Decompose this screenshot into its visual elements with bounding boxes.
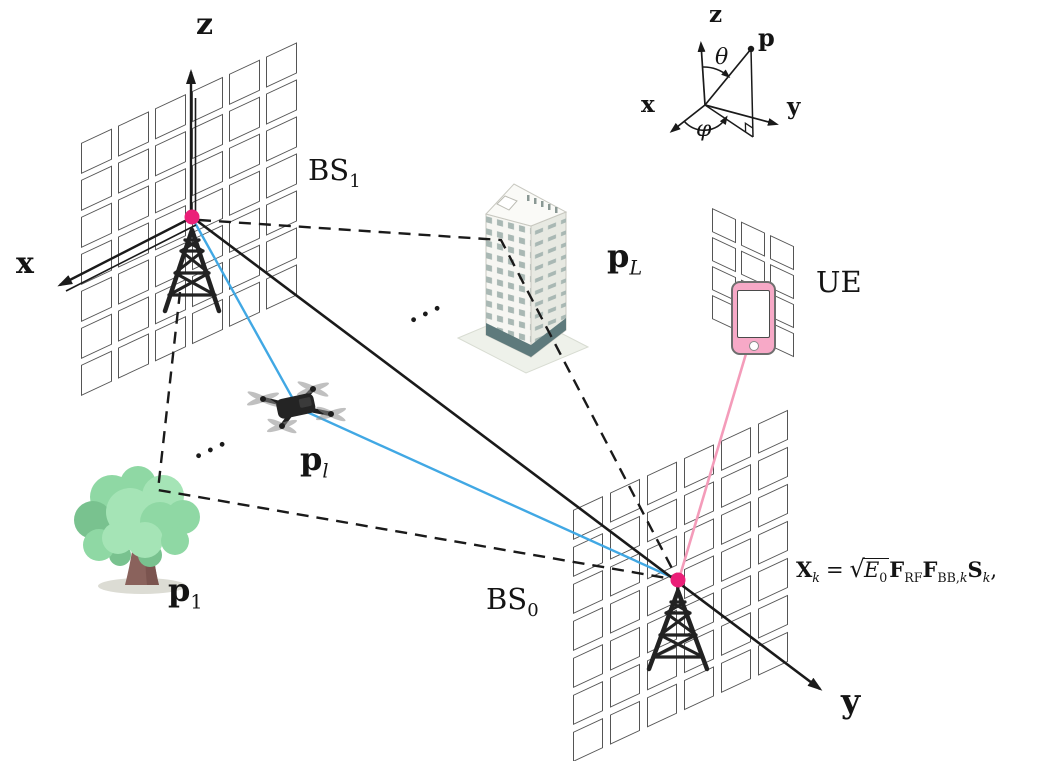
eq-F-rf-sub: RF xyxy=(904,570,923,586)
eq-F-rf: F xyxy=(889,557,905,582)
scatterer-pL-label: pL xyxy=(607,237,642,277)
spherical-inset xyxy=(669,41,779,138)
ue-label: UE xyxy=(816,265,862,299)
roof-vents-icon xyxy=(527,195,558,213)
bs0-label: BS0 xyxy=(486,582,539,620)
phone-home-button xyxy=(748,341,759,351)
eq-sqrt-icon: √ xyxy=(849,555,865,583)
eq-F-bb-sub-text: BB, xyxy=(937,570,960,586)
eq-comma: , xyxy=(990,558,998,582)
eq-S: S xyxy=(967,557,983,582)
ue-uplink-path xyxy=(677,346,750,580)
inset-phi-label: φ xyxy=(696,117,712,142)
nlos-path-building xyxy=(198,218,680,581)
bs1-label-sub: 1 xyxy=(349,170,361,192)
bs0-anchor-dot xyxy=(670,572,686,588)
eq-X-sub: k xyxy=(812,570,820,586)
bs1-tower xyxy=(162,227,222,314)
eq-E: E xyxy=(863,558,880,582)
inset-point-p-label: p xyxy=(758,23,775,52)
inset-axis-x-label: x xyxy=(641,91,655,118)
tree-scatterer xyxy=(74,466,200,594)
eq-X: X xyxy=(796,557,813,582)
eq-S-sub: k xyxy=(982,570,991,586)
pL-base: p xyxy=(607,237,630,275)
main-axes xyxy=(57,69,823,691)
scatterer-pl-label: pl xyxy=(300,440,329,480)
drone-scatterer xyxy=(246,381,347,434)
eq-radicand: E0 xyxy=(862,558,890,584)
p1-sub: 1 xyxy=(190,590,203,614)
inset-point-p-dot xyxy=(747,45,755,53)
pl-sub: l xyxy=(322,459,329,483)
inset-axis-z-label: z xyxy=(709,1,723,28)
eq-E-sub: 0 xyxy=(879,570,888,586)
eq-F-bb: F xyxy=(922,557,938,582)
p1-base: p xyxy=(168,571,191,609)
bs0-label-base: BS xyxy=(486,582,528,616)
axis-y-label: y xyxy=(841,681,861,720)
eq-F-bb-sub-k: k xyxy=(959,570,968,586)
ue-phone xyxy=(731,281,776,355)
scatterer-p1-label: p1 xyxy=(168,571,203,611)
inset-axis-y-label: y xyxy=(787,93,801,120)
eq-F-bb-sub: BB,k xyxy=(937,570,967,585)
pl-base: p xyxy=(300,440,323,478)
bs0-label-sub: 0 xyxy=(527,599,539,621)
transmit-signal-equation: Xk=√E0FRFFBB,kSk, xyxy=(796,555,997,584)
bs1-anchor-dot xyxy=(184,209,200,225)
inset-theta-label: θ xyxy=(715,45,729,70)
phone-screen xyxy=(737,290,770,338)
axis-z-label: z xyxy=(196,7,214,42)
nlos-path-tree xyxy=(156,291,679,582)
bs0-tower xyxy=(646,580,710,672)
axis-x-label: x xyxy=(16,246,34,281)
bs1-label-base: BS xyxy=(308,153,350,187)
pL-sub: L xyxy=(629,256,643,280)
eq-equals: = xyxy=(825,558,844,582)
building-scatterer xyxy=(456,183,590,374)
bs1-label: BS1 xyxy=(308,153,361,191)
